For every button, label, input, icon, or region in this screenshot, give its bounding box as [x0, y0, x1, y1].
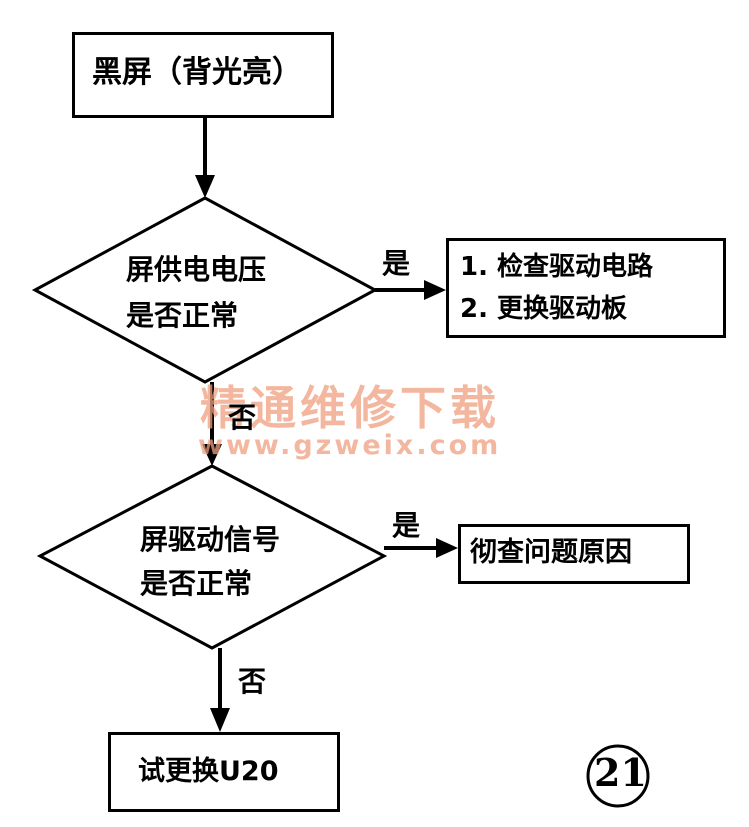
arrowhead-right-2 [436, 538, 458, 558]
arrowhead-right-1 [424, 280, 446, 300]
edge-label-yes-1: 是 [382, 247, 411, 280]
end-box-label: 试更换U20 [138, 756, 279, 787]
decision2-label-line1: 屏驱动信号 [140, 523, 281, 556]
decision1-label-line2: 是否正常 [126, 299, 239, 332]
action1-label-line2: 2. 更换驱动板 [460, 294, 628, 324]
arrowhead-down-3 [210, 708, 230, 732]
decision2-diamond [36, 464, 388, 650]
arrowhead-down-1 [195, 175, 215, 198]
figure-number-circle [586, 744, 650, 808]
decision1-diamond [31, 196, 379, 384]
start-box-label: 黑屏（背光亮） [92, 55, 302, 90]
edge-label-yes-2: 是 [392, 509, 421, 542]
action1-box [446, 238, 726, 338]
watermark-title: 精通维修下载 [200, 381, 500, 435]
action2-label: 彻查问题原因 [470, 537, 632, 568]
action2-box [458, 524, 690, 584]
end-box [108, 732, 340, 812]
edge-label-no-2: 否 [238, 665, 267, 698]
action1-label-line1: 1. 检查驱动电路 [460, 252, 654, 282]
watermark-url: www.gzweix.com [198, 430, 502, 461]
edge-label-no-1: 否 [228, 401, 257, 434]
decision1-label-line1: 屏供电电压 [126, 253, 267, 286]
decision2-label-line2: 是否正常 [140, 567, 253, 600]
arrowhead-down-2 [202, 444, 222, 466]
figure-number-label: 21 [594, 750, 647, 795]
start-box [72, 32, 334, 118]
